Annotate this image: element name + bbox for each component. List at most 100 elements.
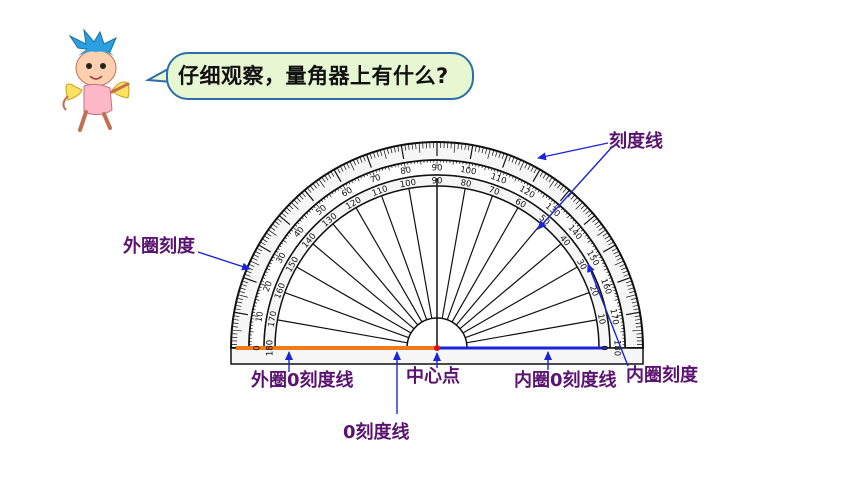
scale-tick [580,229,584,232]
scale-tick [291,202,299,210]
arrow-outer-scale [197,251,251,271]
scale-tick [501,153,505,160]
scale-tick [315,181,320,187]
scale-tick [270,226,276,231]
scale-tick [254,250,261,255]
outer-scale-number: 0 [253,345,263,350]
scale-tick [509,174,511,178]
scale-tick [567,192,573,198]
scale-tick [253,305,257,307]
outer-scale-number: 80 [400,165,412,177]
scale-tick [506,173,508,177]
inner-scale-number: 100 [399,178,417,191]
label-inner-scale: 内圈刻度 [626,365,698,386]
scale-tick [558,205,561,209]
scale-spokes [277,188,597,344]
scale-tick [464,143,467,150]
annotation-arrows [197,142,629,414]
arrow-scale-line-inner [537,146,613,230]
scale-tick [628,287,635,290]
inner-scale-number: 30 [574,258,588,272]
scale-tick [301,217,304,220]
scale-tick [606,271,609,273]
scale-tick [608,277,612,279]
scale-tick [545,175,550,181]
scale-tick [478,146,481,153]
scale-tick [256,247,263,252]
scale-tick [376,150,379,157]
scale-tick [540,191,543,195]
scale-tick [292,226,298,232]
scale-tick [493,169,496,172]
scale-tick [264,235,270,240]
scale-tick [617,305,621,307]
scale-tick [511,156,515,163]
scale-tick [514,158,518,165]
scale-tick [566,214,571,219]
scale-tick [261,280,264,282]
scale-tick [231,329,242,332]
scale-tick [550,199,554,203]
scale-tick [532,169,541,183]
scale-tick [326,195,329,199]
scale-spoke [312,243,415,330]
scale-tick [603,265,607,267]
scale-tick [251,315,258,317]
scale-tick [498,171,502,178]
outer-scale-number: 30 [275,251,289,265]
scale-tick [562,187,567,193]
scale-tick [526,183,529,186]
scale-tick [366,173,368,177]
label-outer-scale: 外圈刻度 [123,236,195,257]
scale-tick [597,229,606,236]
inner-scale-number: 70 [487,185,501,198]
scale-tick [418,142,421,153]
scale-tick [514,177,517,182]
inner-scale-number: 180 [266,340,276,356]
scale-tick [469,145,474,160]
scale-tick [457,143,459,150]
inner-scale-number: 60 [513,197,527,211]
scale-tick [233,315,240,318]
scale-tick [575,202,583,210]
scale-tick [391,165,393,169]
scale-spoke [332,223,419,326]
scale-tick [383,148,387,159]
scale-tick [615,295,618,298]
scale-spoke [381,195,428,321]
scale-tick [342,185,347,191]
scale-tick [545,195,548,199]
outer-scale-number: 20 [262,280,275,294]
scale-tick [268,229,277,236]
scale-tick [583,215,596,226]
scale-tick [354,178,356,182]
scale-spoke [462,266,578,334]
outer-scale-number: 10 [254,311,266,323]
scale-tick [576,226,582,232]
scale-tick [272,256,275,259]
scale-tick [539,171,544,177]
scale-tick [497,170,499,173]
scale-tick [559,185,565,191]
scale-tick [297,221,300,225]
scale-tick [260,241,266,246]
scale-tick [327,173,332,179]
scale-tick [232,326,239,328]
scale-tick [348,181,351,185]
scale-tick [407,143,410,150]
scale-tick [524,162,528,169]
scale-tick [602,244,616,253]
scale-tick [587,239,592,243]
scale-tick [282,239,287,243]
scale-tick [606,238,612,243]
outer-scale-number: 90 [432,164,443,174]
scale-tick [518,159,522,166]
inner-scale-number: 170 [267,310,280,328]
scale-tick [626,294,637,298]
scale-tick [286,234,290,237]
scale-tick [608,241,614,246]
outer-scale-number: 70 [369,173,383,186]
scale-tick [238,290,245,294]
scale-tick [254,302,258,304]
scale-tick [461,143,463,150]
